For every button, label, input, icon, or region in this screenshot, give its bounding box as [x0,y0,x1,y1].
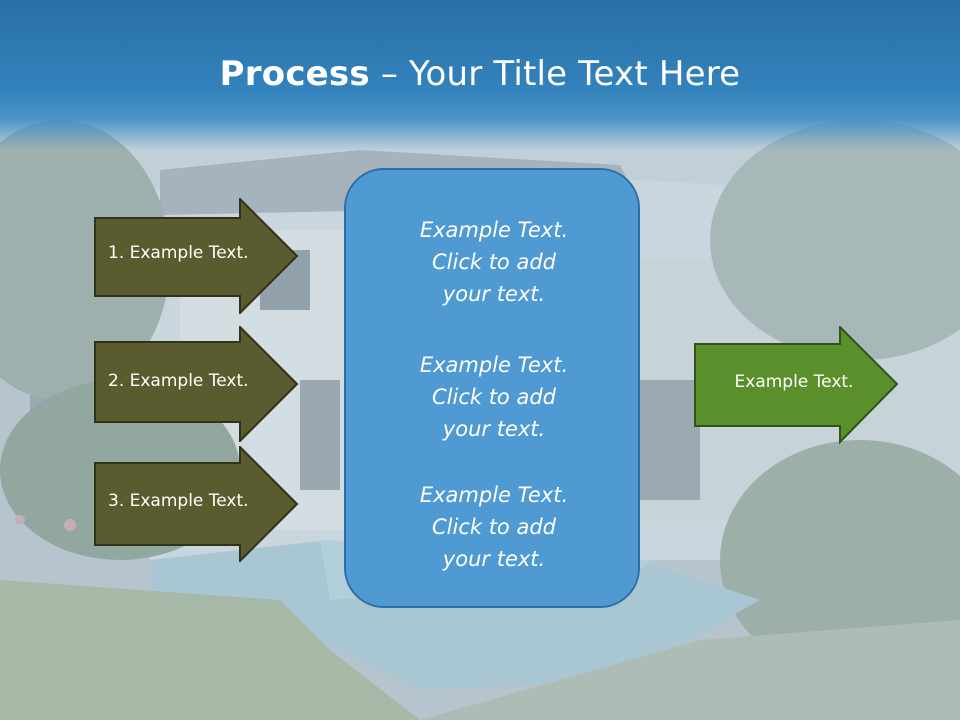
center-line: Click to add [431,385,556,409]
center-line: Click to add [431,250,556,274]
center-paragraph-2: Example Text. Click to add your text. [346,349,642,445]
center-line: Example Text. [419,353,569,377]
input-arrow-2[interactable]: 2. Example Text. [94,326,300,442]
title-bold: Process [219,54,370,94]
input-arrow-label: 3. Example Text. [108,491,249,511]
center-paragraph-1: Example Text. Click to add your text. [346,214,642,310]
title-separator: – [369,54,410,94]
center-paragraph-3: Example Text. Click to add your text. [346,479,642,575]
output-arrow-label: Example Text. [734,372,854,392]
center-line: your text. [442,547,546,571]
slide-title[interactable]: Process – Your Title Text Here [0,52,960,96]
arrow-right-icon [94,446,299,562]
title-rest: Your Title Text Here [409,54,741,94]
input-arrow-1[interactable]: 1. Example Text. [94,198,300,314]
input-arrow-label: 1. Example Text. [108,243,249,263]
arrow-right-icon [94,198,299,314]
input-arrow-label: 2. Example Text. [108,371,249,391]
center-line: your text. [442,417,546,441]
center-line: Example Text. [419,218,569,242]
input-arrow-3[interactable]: 3. Example Text. [94,446,300,562]
center-line: Click to add [431,515,556,539]
center-line: Example Text. [419,483,569,507]
title-bar [0,0,960,150]
arrow-right-icon [94,326,299,442]
center-process-box[interactable]: Example Text. Click to add your text. Ex… [344,168,640,608]
center-line: your text. [442,282,546,306]
output-arrow[interactable]: Example Text. [694,326,900,444]
arrow-right-icon [694,326,899,444]
